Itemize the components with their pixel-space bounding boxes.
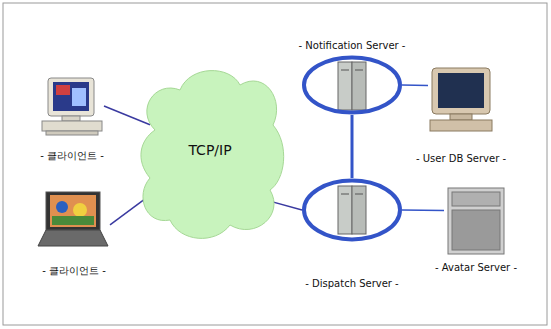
workstation-icon: [430, 68, 492, 131]
rack-server: [448, 188, 504, 254]
network-link: [402, 84, 428, 86]
ellipse-outline: [302, 55, 402, 115]
node-label: - 클라이언트 -: [40, 149, 104, 163]
client-node: - 클라이언트 -: [38, 190, 110, 248]
node-label: - 클라이언트 -: [42, 264, 106, 278]
network-label: TCP/IP: [188, 142, 231, 158]
network-link: [351, 115, 354, 178]
frame: [3, 3, 547, 325]
server-tower: [338, 62, 366, 110]
network-cloud: TCP/IP: [135, 60, 285, 240]
server-node: - Avatar Server -: [444, 186, 508, 256]
server-ellipse: - Notification Server -: [302, 55, 402, 115]
network-link: [402, 209, 444, 211]
network-link: [104, 106, 150, 125]
server-node: - User DB Server -: [428, 65, 494, 133]
client-node: - 클라이언트 -: [40, 75, 104, 137]
server-ellipse: - Dispatch Server -: [302, 178, 402, 242]
node-label: - Avatar Server -: [435, 262, 517, 273]
node-label: - Dispatch Server -: [305, 278, 398, 289]
desktop-icon: [42, 78, 102, 135]
server-tower: [338, 186, 366, 234]
node-label: - User DB Server -: [416, 153, 506, 164]
node-label: - Notification Server -: [299, 40, 406, 51]
laptop-icon: [38, 192, 108, 246]
ellipse-outline: [302, 178, 402, 242]
